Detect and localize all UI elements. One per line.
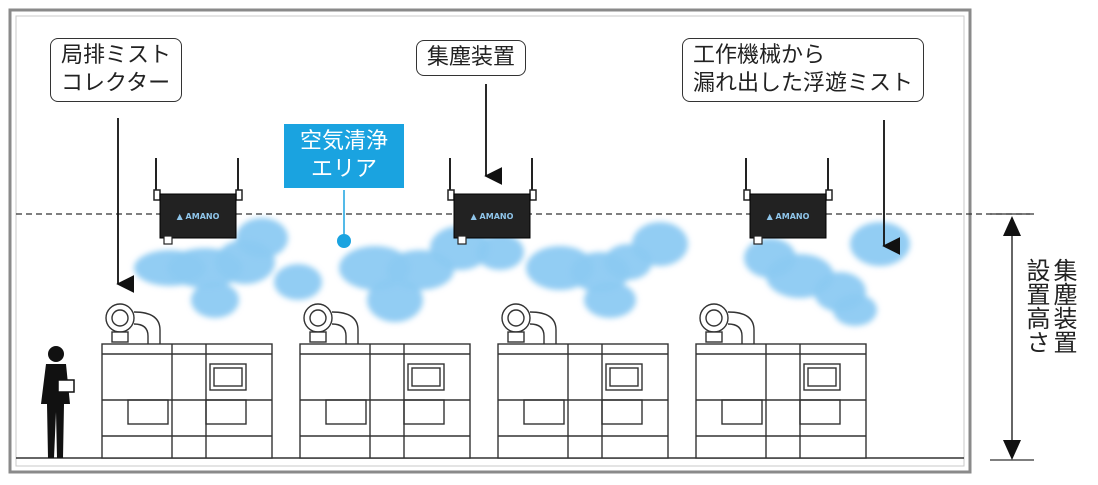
hanger-clip xyxy=(743,189,751,201)
machine-door xyxy=(601,399,643,425)
hanger-clip xyxy=(825,189,833,201)
clean-area-label-line-2: エリア xyxy=(310,157,377,182)
mist-blob xyxy=(191,282,239,318)
mist-blob xyxy=(274,264,322,300)
mist-blob xyxy=(833,294,877,326)
machine-screen xyxy=(609,367,639,387)
mist-blob xyxy=(584,282,636,318)
machine-body xyxy=(299,343,471,459)
machine-collector-core xyxy=(705,309,723,327)
machine-door xyxy=(799,399,841,425)
unit-brand-text: ▲ AMANO xyxy=(177,212,220,221)
machine-body xyxy=(695,343,867,459)
mist-blob xyxy=(367,278,423,322)
dust-collector-unit: ▲ AMANO xyxy=(153,158,243,245)
dust-collector-unit: ▲ AMANO xyxy=(447,158,537,245)
machine-collector-neck xyxy=(507,331,525,343)
clean-area-label: 空気清浄 エリア xyxy=(284,124,404,188)
machine-duct xyxy=(331,311,359,344)
machine-duct xyxy=(133,311,161,344)
floating-mist-label: 工作機械から 漏れ出した浮遊ミスト xyxy=(682,38,925,102)
unit-foot xyxy=(753,235,763,245)
machine-collector-neck xyxy=(111,331,129,343)
machine-collector-core xyxy=(309,309,327,327)
mist-blob xyxy=(632,222,688,266)
floating-mist-label-line-2: 漏れ出した浮遊ミスト xyxy=(693,71,914,96)
install-height-label: 集塵装置 設置高さ xyxy=(1022,258,1077,354)
machine-tools xyxy=(101,303,867,459)
local-collector-label-line-1: 局排ミスト xyxy=(61,43,172,68)
machine-duct-inner xyxy=(133,323,149,344)
unit-foot xyxy=(457,235,467,245)
machine-door xyxy=(325,399,367,425)
mist-blob xyxy=(236,218,288,258)
dust-collector-label: 集塵装置 xyxy=(416,40,527,76)
machine-collector-ring xyxy=(303,303,333,333)
floating-mist-label-line-1: 工作機械から xyxy=(693,43,826,68)
machine-collector-ring xyxy=(105,303,135,333)
machine-duct-inner xyxy=(331,323,347,344)
hanger-clip xyxy=(529,189,537,201)
machine-screen-frame xyxy=(209,363,247,391)
machine-collector-core xyxy=(111,309,129,327)
dust-collector-label-text: 集塵装置 xyxy=(427,45,516,70)
machine-door xyxy=(205,399,247,425)
mist-blob xyxy=(476,234,524,270)
machine-body xyxy=(497,343,669,459)
unit-brand-text: ▲ AMANO xyxy=(767,212,810,221)
clean-area-dot xyxy=(337,234,351,248)
dimension-arrow-up xyxy=(1003,216,1021,236)
dust-collector-units: ▲ AMANO ▲ AMANO ▲ AMANO xyxy=(153,158,833,245)
machine-door xyxy=(523,399,565,425)
local-collector-label-line-2: コレクター xyxy=(61,71,171,96)
machine-duct-inner xyxy=(727,323,743,344)
mist-blob xyxy=(850,222,910,266)
machine-collector-core xyxy=(507,309,525,327)
machine-door xyxy=(403,399,445,425)
machine-collector-ring xyxy=(699,303,729,333)
machine-screen xyxy=(411,367,441,387)
machine-tool xyxy=(101,303,273,459)
unit-body xyxy=(749,193,827,239)
machine-body xyxy=(101,343,273,459)
install-height-label-line-1: 集塵装置 xyxy=(1049,258,1077,354)
machine-tool xyxy=(299,303,471,459)
hanger-clip xyxy=(153,189,161,201)
machine-duct xyxy=(529,311,557,344)
machine-screen xyxy=(807,367,837,387)
machine-screen-frame xyxy=(605,363,643,391)
machine-screen-frame xyxy=(407,363,445,391)
machine-duct-inner xyxy=(529,323,545,344)
dimension-arrow-down xyxy=(1003,440,1021,460)
unit-body xyxy=(453,193,531,239)
clean-area-label-line-1: 空気清浄 xyxy=(299,129,388,154)
mist-clouds xyxy=(134,218,910,326)
unit-body xyxy=(159,193,237,239)
hanger-clip xyxy=(235,189,243,201)
machine-collector-neck xyxy=(309,331,327,343)
local-collector-label: 局排ミスト コレクター xyxy=(50,38,183,102)
machine-collector-ring xyxy=(501,303,531,333)
unit-foot xyxy=(163,235,173,245)
install-height-label-line-2: 設置高さ xyxy=(1022,258,1050,354)
room-inner-frame xyxy=(15,15,965,467)
machine-screen-frame xyxy=(803,363,841,391)
machine-collector-neck xyxy=(705,331,723,343)
machine-door xyxy=(127,399,169,425)
dust-collector-unit: ▲ AMANO xyxy=(743,158,833,245)
person-silhouette xyxy=(41,346,75,458)
hanger-clip xyxy=(447,189,455,201)
machine-tool xyxy=(497,303,669,459)
machine-screen xyxy=(213,367,243,387)
machine-door xyxy=(721,399,763,425)
machine-duct xyxy=(727,311,755,344)
machine-tool xyxy=(695,303,867,459)
unit-brand-text: ▲ AMANO xyxy=(471,212,514,221)
